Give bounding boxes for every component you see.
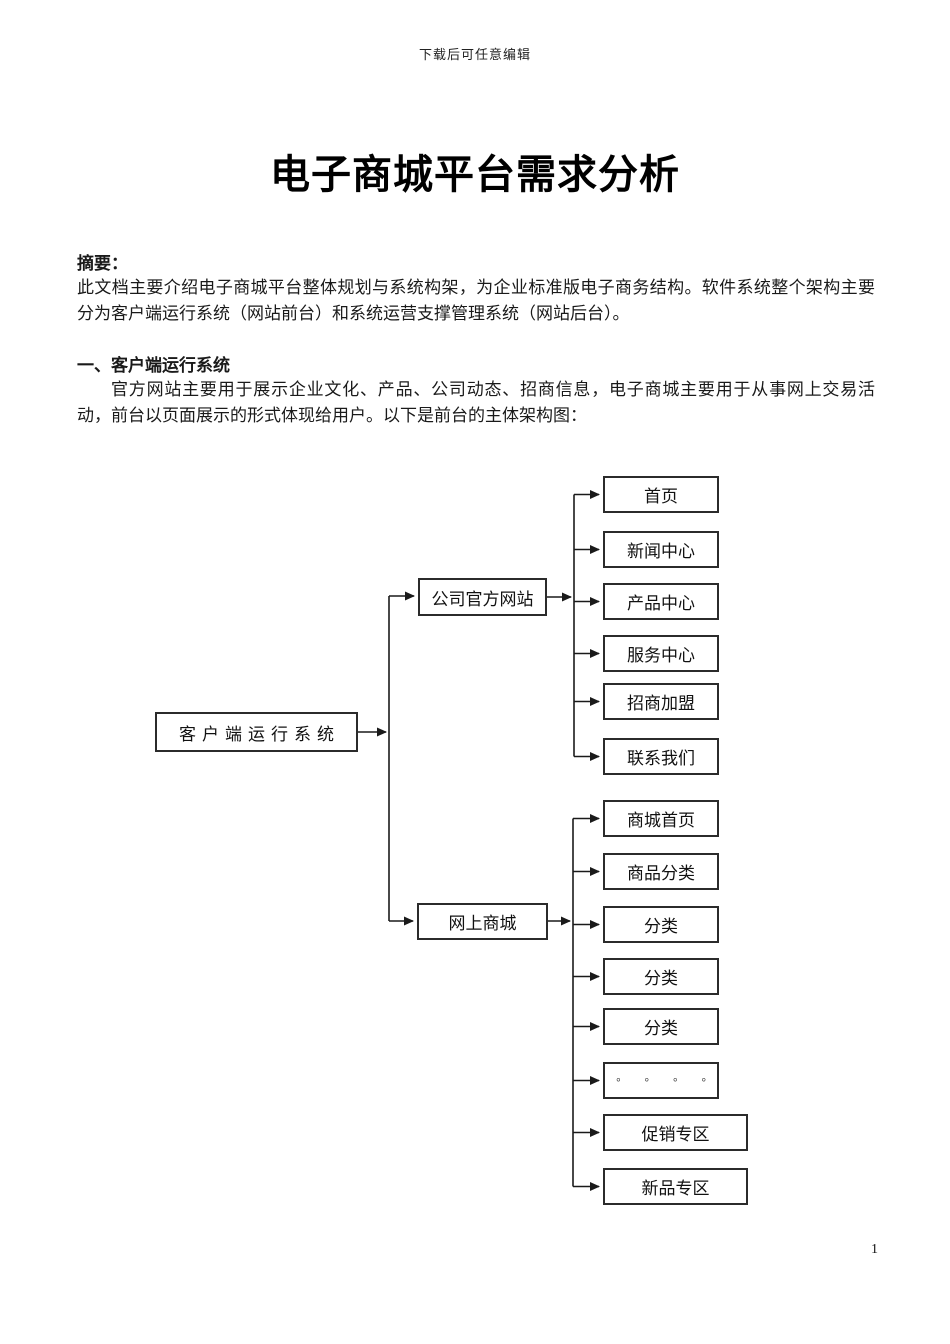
- diagram-box-official-website: 公司官方网站: [418, 578, 547, 616]
- header-watermark: 下载后可任意编辑: [418, 47, 531, 62]
- page-number: 1: [871, 1242, 878, 1257]
- diagram-box-category-2: 分类: [603, 958, 719, 995]
- section1-heading: 一、客户端运行系统: [77, 356, 230, 375]
- diagram-box-contact-us: 联系我们: [603, 738, 719, 775]
- diagram-box-client-system: 客户端运行系统: [155, 712, 358, 752]
- diagram-box-product-center: 产品中心: [603, 583, 719, 620]
- page-title: 电子商城平台需求分析: [270, 152, 680, 197]
- diagram-box-news-center: 新闻中心: [603, 531, 719, 568]
- abstract-paragraph: 此文档主要介绍电子商城平台整体规划与系统构架，为企业标准版电子商务结构。软件系统…: [77, 278, 875, 323]
- diagram-box-mall-home: 商城首页: [603, 800, 719, 837]
- diagram-box-product-categories: 商品分类: [603, 853, 719, 890]
- abstract-heading: 摘要：: [77, 254, 128, 273]
- diagram-box-online-mall: 网上商城: [417, 903, 548, 940]
- diagram-box-ellipsis: ◦ ◦ ◦ ◦: [603, 1062, 719, 1099]
- diagram-box-service-center: 服务中心: [603, 635, 719, 672]
- diagram-box-home: 首页: [603, 476, 719, 513]
- diagram-box-new-products-zone: 新品专区: [603, 1168, 748, 1205]
- diagram-box-promotion-zone: 促销专区: [603, 1114, 748, 1151]
- diagram-box-category-1: 分类: [603, 906, 719, 943]
- diagram-box-franchise: 招商加盟: [603, 683, 719, 720]
- section1-paragraph: 官方网站主要用于展示企业文化、产品、公司动态、招商信息，电子商城主要用于从事网上…: [77, 380, 875, 425]
- diagram-box-category-3: 分类: [603, 1008, 719, 1045]
